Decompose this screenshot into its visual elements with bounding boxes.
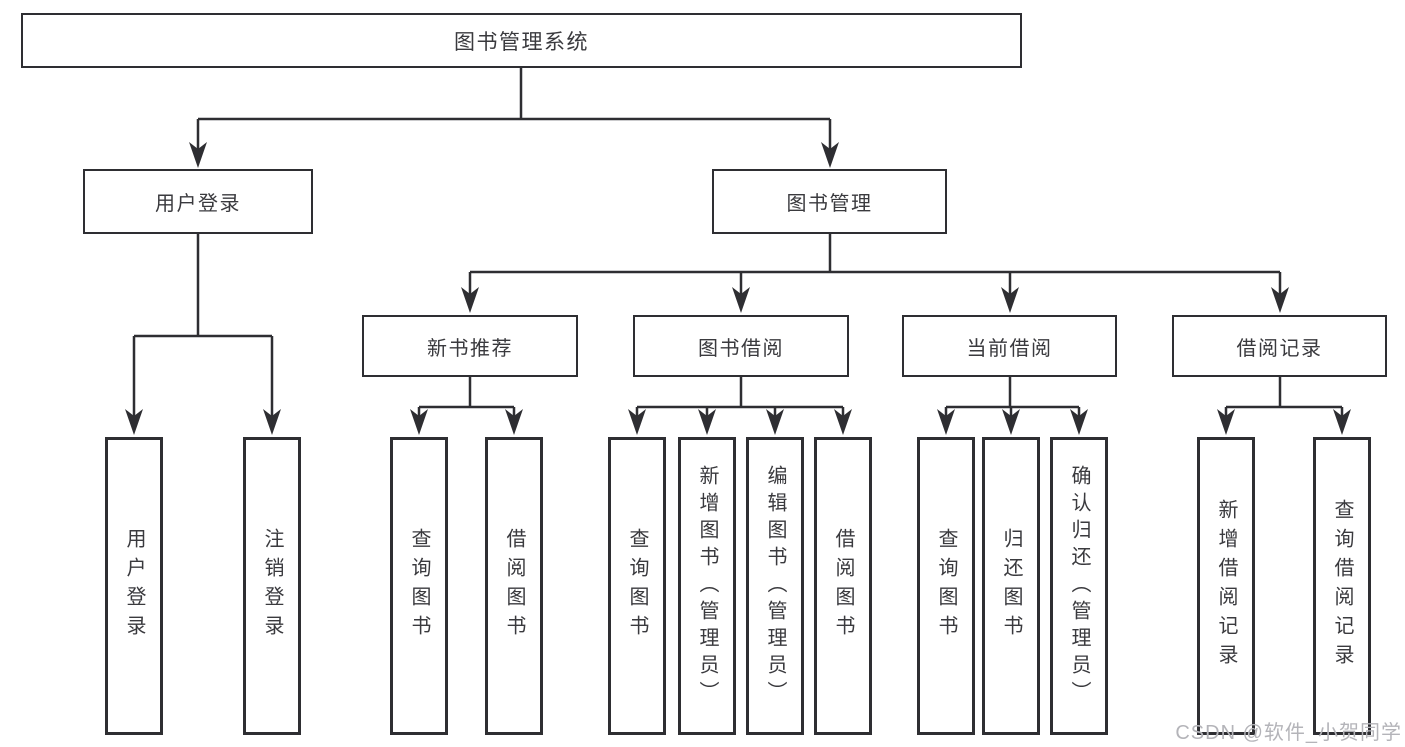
leaf-label: 查询借阅记录 [1331, 499, 1353, 673]
leaf-recommend-borrow-books: 借阅图书 [485, 437, 543, 735]
leaf-label: 新增借阅记录 [1215, 499, 1237, 673]
leaf-label: 查询图书 [408, 528, 430, 644]
node-new-book-recommendation: 新书推荐 [362, 315, 578, 377]
connector-management-to-level3 [461, 234, 1289, 313]
node-book-borrowing: 图书借阅 [633, 315, 849, 377]
node-label: 当前借阅 [966, 337, 1053, 360]
leaf-label: 确认归还（管理员） [1068, 464, 1090, 708]
node-label: 借阅记录 [1236, 337, 1323, 360]
connector-recommend-to-leaves [410, 377, 523, 435]
arrowhead-icon [1333, 409, 1351, 435]
arrowhead-icon [125, 409, 143, 435]
watermark-text: CSDN @软件_小贺同学 [1175, 722, 1402, 744]
leaf-label: 编辑图书（管理员） [764, 464, 786, 708]
node-label: 用户登录 [155, 193, 241, 215]
leaf-current-confirm-return-admin: 确认归还（管理员） [1050, 437, 1108, 735]
leaf-label: 借阅图书 [832, 528, 854, 644]
connector-root-to-level2 [189, 68, 839, 168]
node-root-label: 图书管理系统 [454, 30, 589, 54]
leaf-borrowing-edit-books-admin: 编辑图书（管理员） [746, 437, 804, 735]
leaf-label: 用户登录 [123, 528, 145, 644]
leaf-label: 查询图书 [626, 528, 648, 644]
leaf-label: 归还图书 [1000, 528, 1022, 644]
arrowhead-icon [821, 142, 839, 168]
leaf-current-query-books: 查询图书 [917, 437, 975, 735]
arrowhead-icon [732, 287, 750, 313]
leaf-user-login: 用户登录 [105, 437, 163, 735]
arrowhead-icon [263, 409, 281, 435]
leaf-label: 借阅图书 [503, 528, 525, 644]
connector-current-to-leaves [937, 377, 1088, 435]
leaf-label: 注销登录 [261, 528, 283, 644]
leaf-records-add-record: 新增借阅记录 [1197, 437, 1255, 735]
node-label: 图书借阅 [698, 337, 784, 360]
leaf-records-query-record: 查询借阅记录 [1313, 437, 1371, 735]
leaf-borrowing-add-books-admin: 新增图书（管理员） [678, 437, 736, 735]
connector-records-to-leaves [1217, 377, 1351, 435]
node-current-borrowing: 当前借阅 [902, 315, 1117, 377]
arrowhead-icon [410, 409, 428, 435]
node-root: 图书管理系统 [21, 13, 1022, 68]
leaf-label: 新增图书（管理员） [696, 464, 718, 708]
arrowhead-icon [505, 409, 523, 435]
node-book-management: 图书管理 [712, 169, 947, 234]
leaf-label: 查询图书 [935, 528, 957, 644]
arrowhead-icon [698, 409, 716, 435]
arrowhead-icon [189, 142, 207, 168]
node-user-login: 用户登录 [83, 169, 313, 234]
connector-login-to-leaves [125, 234, 281, 435]
arrowhead-icon [461, 287, 479, 313]
arrowhead-icon [766, 409, 784, 435]
arrowhead-icon [1001, 287, 1019, 313]
arrowhead-icon [1271, 287, 1289, 313]
arrowhead-icon [628, 409, 646, 435]
node-borrowing-records: 借阅记录 [1172, 315, 1387, 377]
leaf-current-return-books: 归还图书 [982, 437, 1040, 735]
leaf-borrowing-borrow-books: 借阅图书 [814, 437, 872, 735]
arrowhead-icon [1217, 409, 1235, 435]
node-label: 新书推荐 [427, 337, 513, 360]
connector-borrowing-to-leaves [628, 377, 852, 435]
node-label: 图书管理 [786, 193, 873, 215]
leaf-logout: 注销登录 [243, 437, 301, 735]
leaf-recommend-query-books: 查询图书 [390, 437, 448, 735]
arrowhead-icon [937, 409, 955, 435]
arrowhead-icon [1002, 409, 1020, 435]
arrowhead-icon [834, 409, 852, 435]
arrowhead-icon [1070, 409, 1088, 435]
leaf-borrowing-query-books: 查询图书 [608, 437, 666, 735]
